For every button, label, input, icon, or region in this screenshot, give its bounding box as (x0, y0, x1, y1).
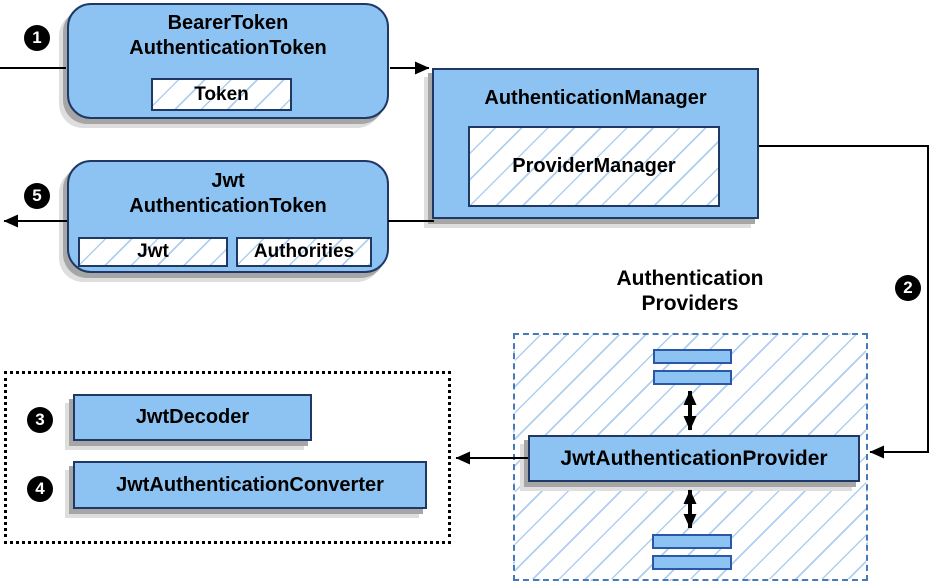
node-jwt-decoder: JwtDecoder (73, 394, 312, 441)
jwt-token-title-line1: Jwt (211, 170, 245, 192)
authentication-manager-title: AuthenticationManager (484, 87, 707, 109)
step-badge-5: 5 (24, 183, 50, 209)
jwt-token-title-line2: AuthenticationToken (129, 195, 327, 217)
decoder-converter-group (4, 371, 451, 544)
node-jwt-authentication-converter: JwtAuthenticationConverter (73, 461, 427, 509)
chip-authorities: Authorities (236, 237, 372, 267)
step-badge-2: 2 (895, 275, 921, 301)
bearer-token-title: BearerToken AuthenticationToken (69, 5, 387, 61)
provider-list-bar-1 (653, 349, 732, 364)
jwt-token-title: Jwt AuthenticationToken (69, 162, 387, 219)
provider-list-bar-3 (652, 534, 732, 549)
chip-jwt: Jwt (78, 237, 228, 267)
providers-group-label-line1: Authentication (616, 267, 764, 290)
step-badge-1: 1 (24, 25, 50, 51)
step-badge-3: 3 (27, 407, 53, 433)
node-jwt-authentication-provider: JwtAuthenticationProvider (528, 435, 860, 482)
step-badge-4: 4 (27, 476, 53, 502)
chip-token: Token (151, 78, 292, 111)
bearer-token-title-line2: AuthenticationToken (129, 37, 327, 59)
provider-list-bar-4 (652, 555, 732, 570)
providers-group-label: Authentication Providers (570, 266, 810, 316)
provider-list-bar-2 (653, 370, 732, 385)
bearer-token-title-line1: BearerToken (167, 12, 289, 34)
providers-group-label-line2: Providers (641, 292, 739, 315)
chip-provider-manager: ProviderManager (468, 126, 720, 207)
